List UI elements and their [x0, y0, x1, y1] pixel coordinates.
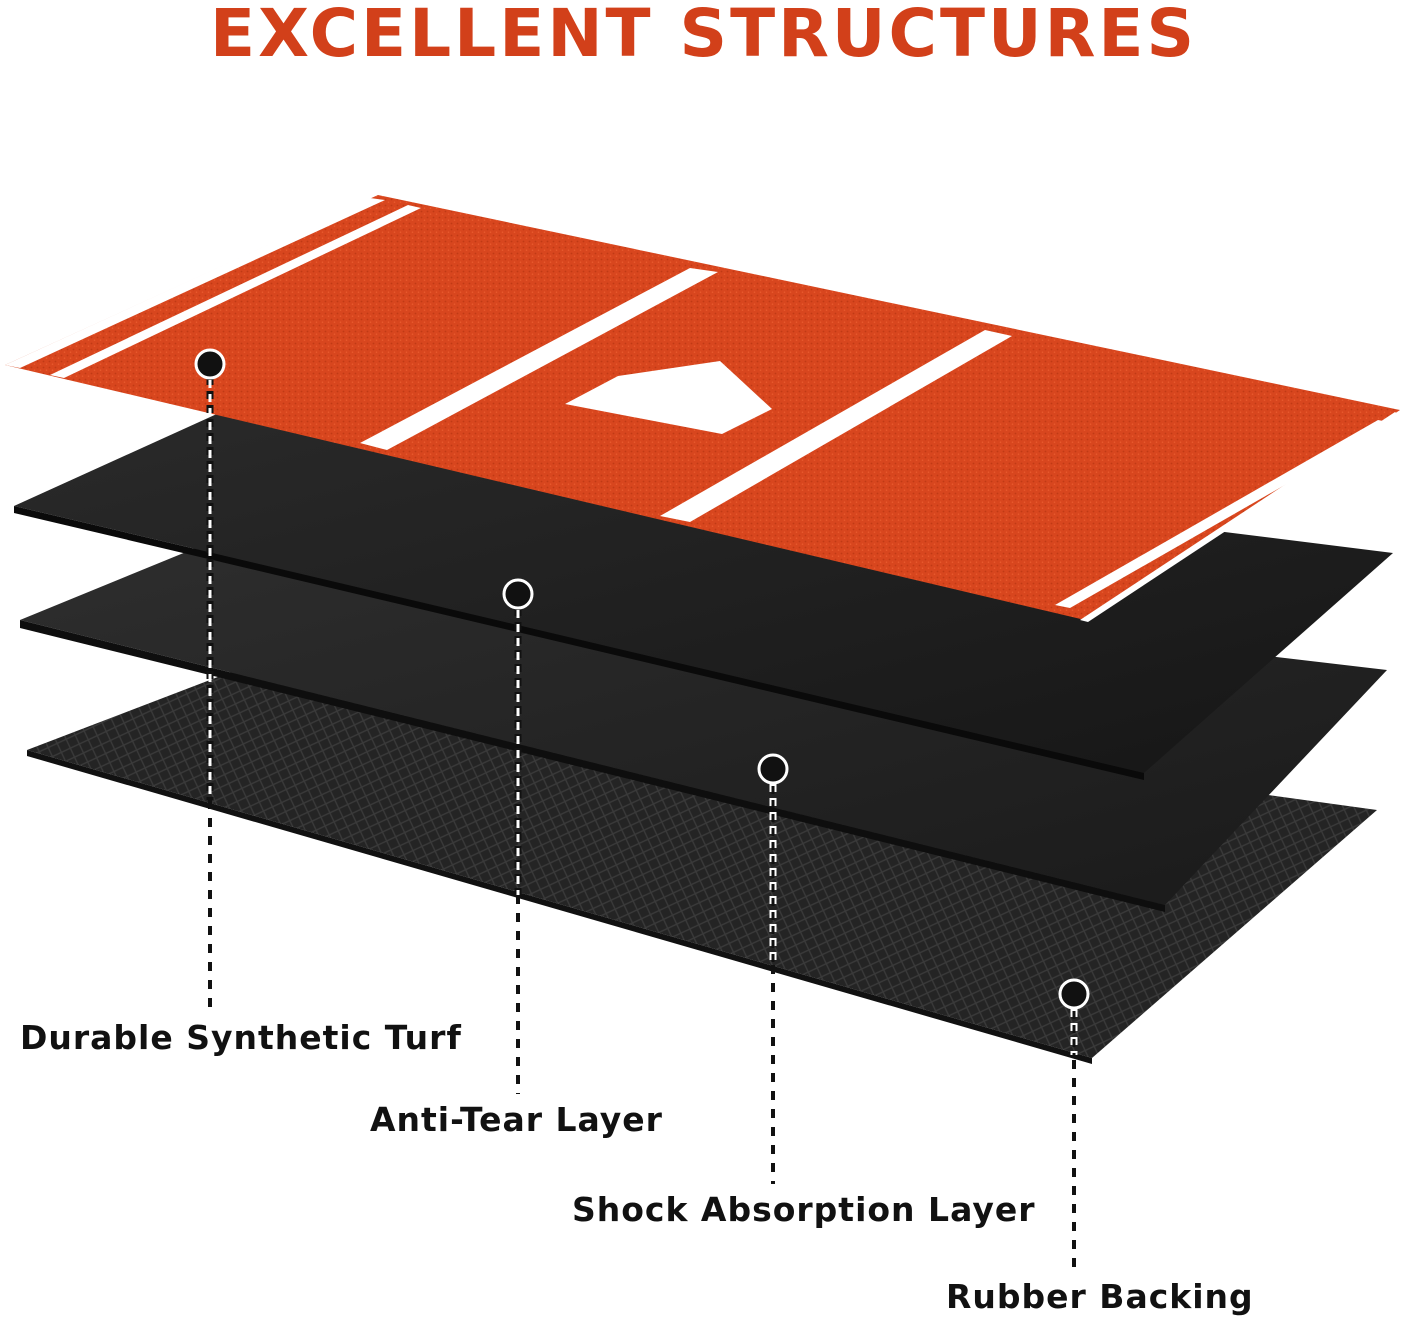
callout-dot-turf: [194, 348, 226, 380]
anti-tear-layer: [14, 408, 1393, 780]
shock-absorption-layer: [20, 534, 1387, 912]
callout-dot-anti-tear: [502, 578, 534, 610]
label-anti-tear-layer: Anti-Tear Layer: [370, 1100, 663, 1139]
synthetic-turf-layer: [5, 195, 1400, 622]
label-shock-absorption-layer: Shock Absorption Layer: [572, 1190, 1036, 1229]
callout-dot-rubber-backing: [1058, 978, 1090, 1010]
batter-box-line-right: [660, 330, 1012, 522]
home-plate-icon: [565, 361, 772, 434]
foul-line-left-outer: [5, 198, 385, 368]
rubber-backing-layer: [27, 657, 1377, 1064]
label-rubber-backing: Rubber Backing: [946, 1277, 1254, 1316]
foul-line-right-inner: [1055, 420, 1393, 608]
callout-dot-shock-absorption: [757, 753, 789, 785]
callout-turf: [194, 348, 226, 1012]
foul-line-left-inner: [50, 205, 421, 378]
label-durable-synthetic-turf: Durable Synthetic Turf: [20, 1018, 462, 1057]
callout-rubber-backing: [1058, 978, 1090, 1272]
page-title: EXCELLENT STRUCTURES: [209, 0, 1198, 72]
callout-shock-absorption: [757, 753, 789, 1184]
batter-box-line-left: [360, 268, 718, 450]
foul-line-right-outer: [1080, 412, 1400, 622]
callout-anti-tear: [502, 578, 534, 1094]
